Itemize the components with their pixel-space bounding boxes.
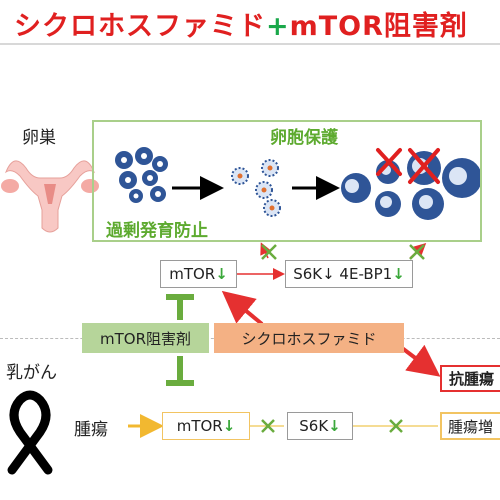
arrow-cyclo-mtor xyxy=(221,290,264,326)
overdevelopment-prevention-label: 過剰発育防止 xyxy=(106,221,208,241)
follicle-cluster-icon xyxy=(115,147,168,203)
uterus-icon xyxy=(1,160,99,233)
title-cyclophosphamide: シクロホスファミド xyxy=(14,11,266,42)
tumor-growth-node: 腫瘍増 xyxy=(440,412,500,440)
down-arrow-icon: ↓ xyxy=(222,417,236,435)
red-cross-icon xyxy=(376,148,440,184)
s6k-4ebp1-node: S6K↓ 4E-BP1↓ xyxy=(285,260,413,288)
ribbon-icon xyxy=(7,390,53,475)
title-plus: + xyxy=(266,11,290,42)
mtor-top-text: mTOR xyxy=(169,265,216,283)
tumor-label: 腫瘍 xyxy=(74,420,108,440)
large-follicle-icon xyxy=(341,151,482,220)
antitumor-node: 抗腫瘍 xyxy=(440,365,500,392)
down-arrow-icon: ↓ xyxy=(215,265,228,283)
s6k-bottom-text: S6K xyxy=(299,417,329,435)
cyclophosphamide-node: シクロホスファミド xyxy=(214,323,404,353)
inhibition-bar-bottom xyxy=(166,356,194,386)
green-cross-icon xyxy=(261,244,425,260)
inhibition-bar-top xyxy=(166,294,194,320)
mtor-bottom-text: mTOR xyxy=(176,417,223,435)
mtor-inhibitor-node: mTOR阻害剤 xyxy=(82,323,209,353)
follicle-protection-label: 卵胞保護 xyxy=(270,128,338,148)
title-divider xyxy=(0,43,500,45)
green-x-bottom xyxy=(261,419,403,433)
down-arrow-icon: ↓ xyxy=(392,265,405,283)
mtor-bottom-node: mTOR↓ xyxy=(162,412,250,440)
s6k-4ebp1-text: S6K↓ 4E-BP1 xyxy=(293,265,393,283)
breast-cancer-label: 乳がん xyxy=(6,363,57,383)
growing-follicle-icon xyxy=(231,159,281,217)
s6k-bottom-node: S6K↓ xyxy=(287,412,353,440)
arrow-cyclo-antitumor xyxy=(400,344,441,377)
ovary-label: 卵巣 xyxy=(22,128,56,148)
ovary-box xyxy=(92,120,482,242)
mtor-top-node: mTOR↓ xyxy=(160,260,237,288)
page-title: シクロホスファミド+mTOR阻害剤 xyxy=(14,4,468,43)
down-arrow-icon: ↓ xyxy=(328,417,341,435)
title-mtor-inhibitor: mTOR阻害剤 xyxy=(289,11,468,42)
